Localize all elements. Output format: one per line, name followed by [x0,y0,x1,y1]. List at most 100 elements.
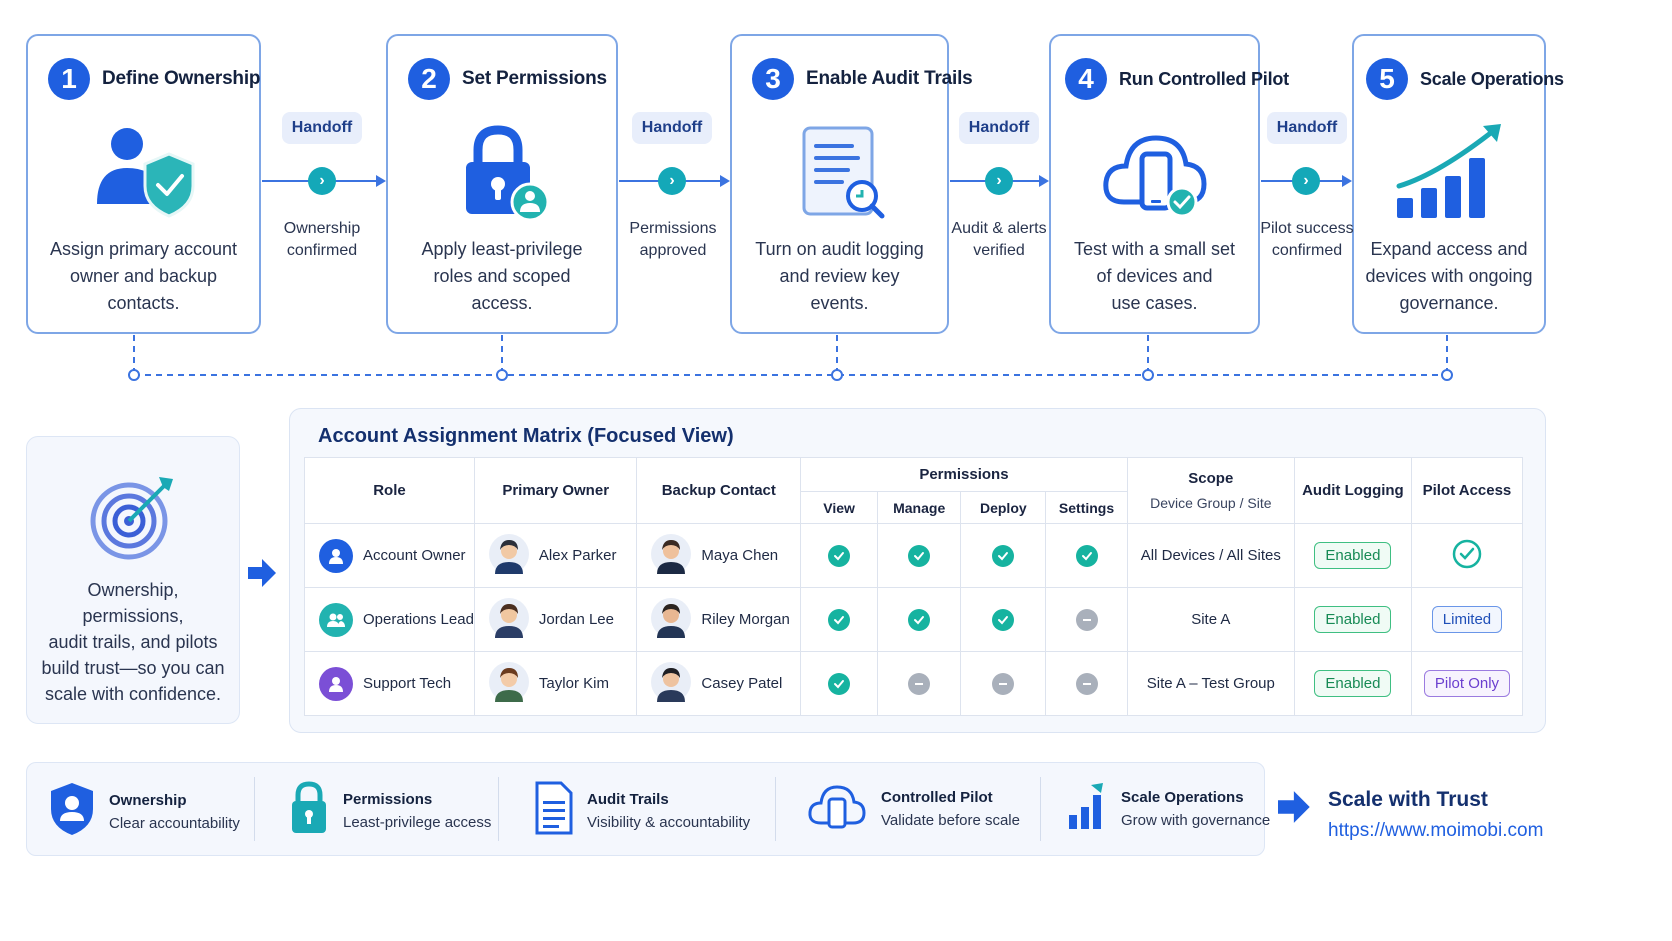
check-circle-icon [1452,539,1482,573]
chevron-right-icon: › [658,167,686,195]
primary-owner-cell: Alex Parker [473,523,638,588]
cta-title: Scale with Trust [1328,788,1488,811]
arrowhead-icon [1039,175,1049,187]
check-icon [828,608,851,631]
cloud-device-icon [1051,124,1258,224]
audit-cell: Enabled [1293,523,1412,588]
header-primary-owner: Primary Owner [473,457,638,524]
backup-contact-cell: Casey Patel [636,651,802,716]
avatar [488,597,529,642]
step-number: 1 [48,58,90,100]
permission-cell [800,523,879,588]
primary-owner-cell: Jordan Lee [473,587,638,652]
arrowhead-icon [376,175,386,187]
account-assignment-matrix: Account Assignment Matrix (Focused View)… [289,408,1546,733]
user-shield-icon [28,124,259,224]
chevron-right-icon: › [985,167,1013,195]
cloud-device-icon [807,781,867,836]
role-cell: Support Tech [304,651,475,716]
step-number: 5 [1366,58,1408,100]
pilot-cell [1410,523,1524,588]
document-icon [533,781,573,840]
primary-owner-cell: Taylor Kim [473,651,638,716]
audit-cell: Enabled [1293,651,1412,716]
step-card-1: 1 Define Ownership Assign primary account… [26,34,261,334]
permission-cell [1045,523,1128,588]
bar-growth-icon [1067,781,1107,836]
arrowhead-icon [1342,175,1352,187]
permission-cell [1045,587,1128,652]
permission-cell [800,651,879,716]
avatar [651,597,692,642]
status-badge: Enabled [1314,606,1392,633]
check-icon [992,608,1015,631]
check-icon [908,608,931,631]
permission-cell [877,587,962,652]
website-link[interactable]: https://www.moimobi.com [1328,820,1544,841]
pilot-cell: Pilot Only [1410,651,1524,716]
header-view: View [800,491,879,524]
document-search-icon [732,124,947,224]
divider [498,777,499,841]
handoff-badge: Handoff [1257,112,1357,144]
permission-cell [960,587,1047,652]
pilot-cell: Limited [1410,587,1524,652]
step-title: Define Ownership [102,68,261,89]
header-settings: Settings [1045,491,1128,524]
header-deploy: Deploy [960,491,1047,524]
divider [254,777,255,841]
avatar [488,661,529,706]
check-icon [828,544,851,567]
step-title: Enable Audit Trails [806,68,973,89]
scope-cell: All Devices / All Sites [1126,523,1295,588]
permission-cell [1045,651,1128,716]
header-permissions: Permissions [800,457,1128,492]
lock-user-icon [388,124,616,224]
role-cell: Account Owner [304,523,475,588]
minus-icon [1075,672,1098,695]
permission-cell [960,651,1047,716]
status-badge: Enabled [1314,542,1392,569]
scope-cell: Site A – Test Group [1126,651,1295,716]
header-manage: Manage [877,491,962,524]
minus-icon [1075,608,1098,631]
role-cell: Operations Lead [304,587,475,652]
audit-cell: Enabled [1293,587,1412,652]
matrix-table: Role Primary Owner Backup Contact Permis… [304,457,1524,716]
permission-cell [960,523,1047,588]
target-icon [89,473,179,568]
role-icon [319,602,353,637]
role-icon [319,538,353,573]
avatar [651,533,692,578]
permission-cell [877,523,962,588]
permission-cell [877,651,962,716]
backup-contact-cell: Riley Morgan [636,587,802,652]
header-role: Role [304,457,475,524]
minus-icon [992,672,1015,695]
dashed-timeline [128,335,1453,381]
role-icon [319,666,353,701]
step-number: 4 [1065,58,1107,100]
check-icon [828,672,851,695]
lock-icon [289,781,329,840]
status-badge: Enabled [1314,670,1392,697]
handoff-badge: Handoff [622,112,722,144]
header-audit-logging: Audit Logging [1293,457,1412,524]
header-backup-contact: Backup Contact [636,457,802,524]
